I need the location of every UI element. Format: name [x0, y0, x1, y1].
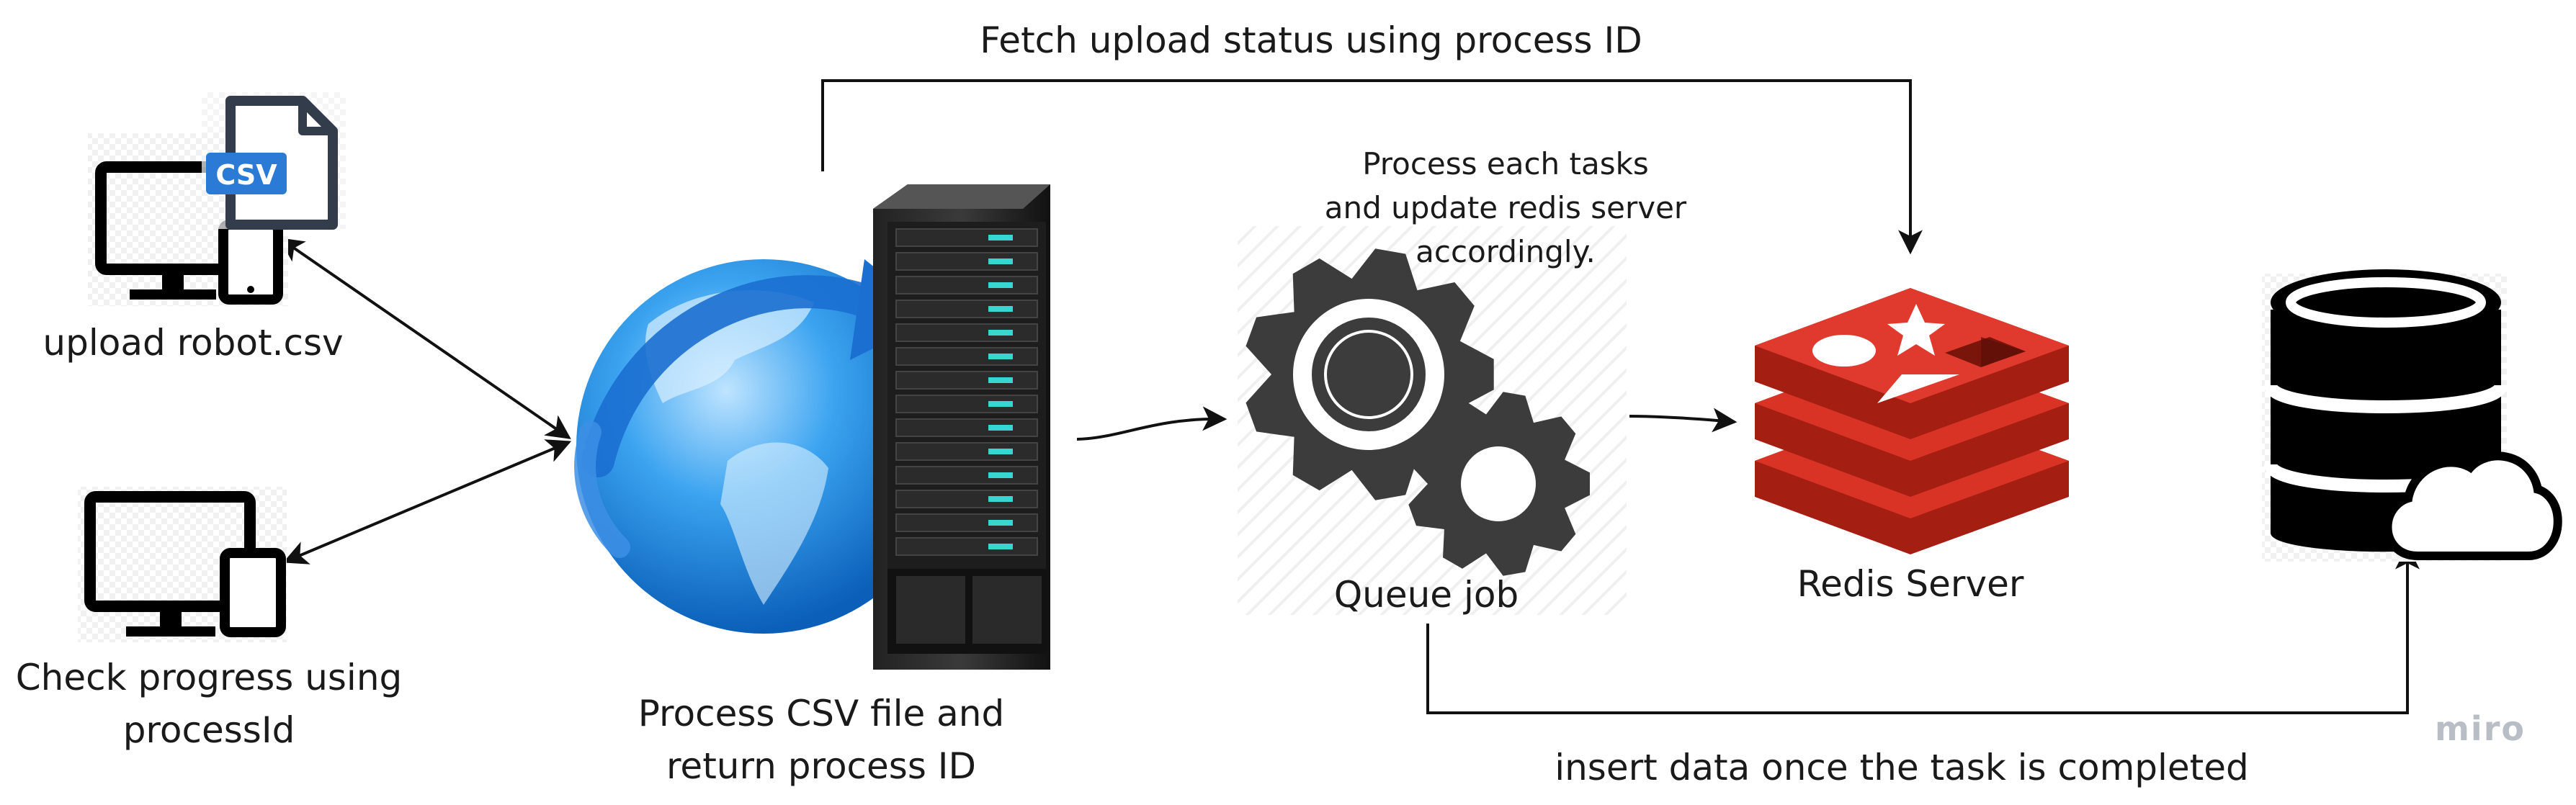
connector-server-queue [1076, 406, 1227, 441]
csv-badge-text: CSV [215, 159, 277, 191]
globe-server-icon [574, 184, 1050, 670]
label-check-progress: Check progress using processId [15, 657, 403, 751]
label-upload: upload robot.csv [43, 322, 344, 364]
connector-check-server [282, 439, 572, 565]
label-process-csv: Process CSV file and return process ID [638, 693, 1005, 787]
label-fetch-status: Fetch upload status using process ID [980, 19, 1642, 61]
csv-file-icon: CSV [202, 92, 346, 230]
label-insert-data: insert data once the task is completed [1555, 747, 2249, 788]
computer-phone-icon [78, 487, 287, 642]
gears-icon [1238, 226, 1627, 615]
connector-queue-redis [1629, 408, 1738, 433]
label-queue-job: Queue job [1333, 574, 1519, 616]
label-redis-server: Redis Server [1797, 563, 2024, 605]
miro-watermark: miro [2435, 709, 2526, 748]
redis-logo-icon [1755, 288, 2069, 554]
connector-queue-database [1426, 544, 2420, 714]
connector-top-fetch-status [821, 79, 1923, 255]
database-cloud-icon [2262, 269, 2562, 562]
connector-upload-server [279, 238, 571, 439]
label-queue-note: Process each tasks and update redis serv… [1324, 146, 1687, 269]
